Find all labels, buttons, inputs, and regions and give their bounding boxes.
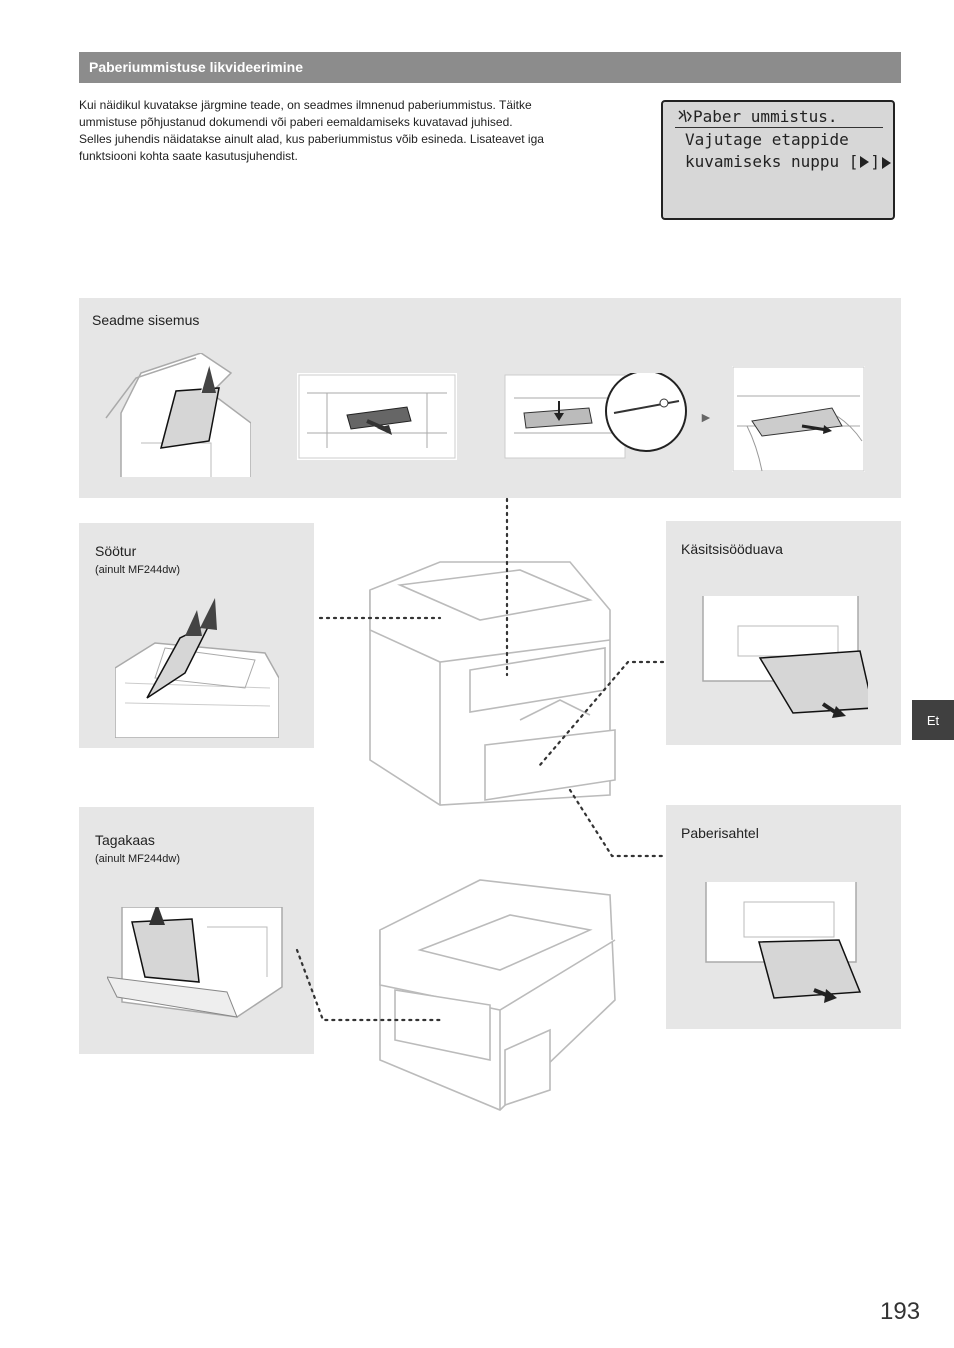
lcd-line-3: kuvamiseks nuppu [] xyxy=(685,152,892,171)
panel-title: Tagakaas xyxy=(95,832,155,848)
illustration-pull-paper-detail xyxy=(504,370,694,460)
panel-note: (ainult MF244dw) xyxy=(95,564,180,576)
panel-feeder: Söötur (ainult MF244dw) xyxy=(79,523,314,748)
callout-dotted-lines xyxy=(295,497,665,1022)
lcd-display: Paber ummistus. Vajutage etappide kuvami… xyxy=(661,100,895,220)
panel-rear-cover: Tagakaas (ainult MF244dw) xyxy=(79,807,314,1054)
printer-front-illustration xyxy=(369,561,616,806)
printer-rear-illustration xyxy=(379,879,616,1111)
illustration-paper-tray xyxy=(704,882,864,1007)
panel-paper-tray: Paberisahtel xyxy=(666,805,901,1029)
section-title: Paberiummistuse likvideerimine xyxy=(89,59,303,75)
page-number: 193 xyxy=(880,1298,921,1325)
intro-line: ummistuse põhjustanud dokumendi või pabe… xyxy=(79,115,513,129)
illustration-feeder xyxy=(114,598,280,739)
language-tab: Et xyxy=(912,700,954,740)
panel-title: Söötur xyxy=(95,543,137,559)
panel-title: Käsitsisööduava xyxy=(681,541,783,557)
illustration-open-scanner xyxy=(101,352,252,477)
play-icon xyxy=(882,157,892,169)
lcd-line-2: Vajutage etappide xyxy=(685,130,849,149)
intro-text: Kui näidikul kuvatakse järgmine teade, o… xyxy=(79,97,624,165)
panel-manual-feed: Käsitsisööduava xyxy=(666,521,901,745)
intro-line: funktsiooni kohta saate kasutusjuhendist… xyxy=(79,149,298,163)
illustration-rear-cover xyxy=(106,903,287,1025)
intro-line: Selles juhendis näidatakse ainult alad, … xyxy=(79,132,544,146)
lcd-divider xyxy=(675,127,883,128)
lcd-line-1: Paber ummistus. xyxy=(677,107,838,126)
illustration-remove-cartridge-area xyxy=(297,373,457,460)
illustration-manual-feed xyxy=(698,596,874,721)
section-header: Paberiummistuse likvideerimine xyxy=(79,52,901,83)
intro-line: Kui näidikul kuvatakse järgmine teade, o… xyxy=(79,98,532,112)
illustration-pull-paper-hands xyxy=(732,366,865,472)
panel-inside: Seadme sisemus xyxy=(79,298,901,498)
panel-title: Seadme sisemus xyxy=(92,312,200,328)
play-icon xyxy=(860,156,870,168)
panel-title: Paberisahtel xyxy=(681,825,759,841)
paper-jam-icon xyxy=(678,109,692,123)
panel-note: (ainult MF244dw) xyxy=(95,853,180,865)
next-step-arrow-icon: ► xyxy=(699,409,713,425)
